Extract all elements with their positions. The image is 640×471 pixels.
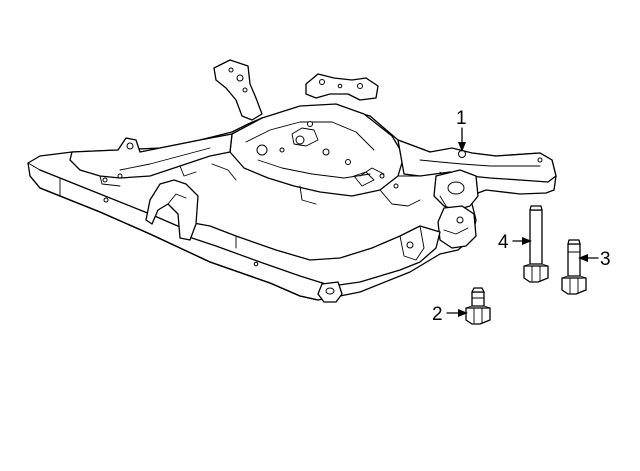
bolt-long	[523, 205, 549, 283]
callout-1-label: 1	[456, 108, 467, 129]
callout-3-label: 3	[600, 249, 611, 270]
callout-2-label: 2	[432, 304, 443, 325]
front-subframe	[27, 59, 557, 303]
callout-2: 2	[432, 304, 468, 325]
callout-3: 3	[578, 249, 611, 270]
callout-4: 4	[498, 232, 532, 253]
callout-4-label: 4	[498, 232, 509, 253]
bolt-medium	[561, 239, 587, 295]
callout-1: 1	[456, 108, 467, 152]
bolt-short	[465, 287, 491, 325]
